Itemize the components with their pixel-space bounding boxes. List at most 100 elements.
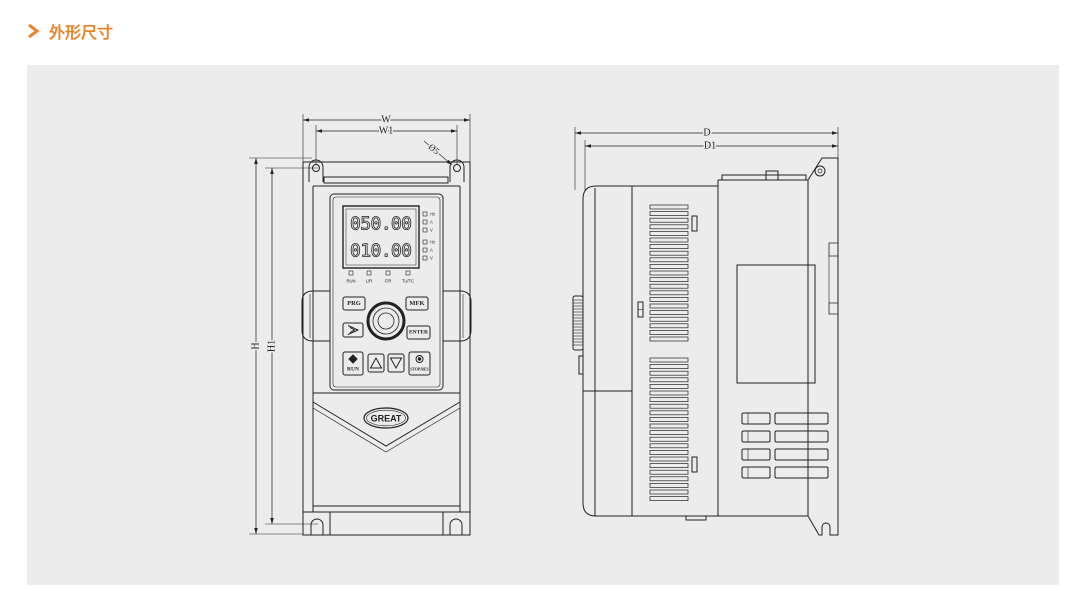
front-view: W W1 H H1 Ø5	[249, 113, 472, 536]
vent-slot	[649, 469, 689, 475]
chevron-right-icon	[28, 23, 40, 39]
indicator-lamp	[422, 239, 428, 245]
indicator-lamp	[422, 211, 428, 217]
vent-slots	[649, 204, 689, 501]
left-grip	[301, 290, 330, 342]
depth1-dimension: D1	[585, 139, 838, 153]
bracket-hole	[814, 165, 826, 177]
vent-slot	[649, 250, 689, 256]
jog-knob	[366, 301, 406, 341]
slot-short	[741, 412, 771, 425]
dimension-drawing: W W1 H H1 Ø5	[249, 113, 839, 536]
vent-slot	[649, 410, 689, 416]
indicator-lamp	[366, 270, 372, 276]
side-body-outline	[582, 170, 808, 521]
brand-logo: GREAT	[363, 407, 409, 429]
enter-key: ENTER	[406, 325, 431, 340]
indicator-label: F/R	[385, 279, 392, 284]
vent-slot	[649, 436, 689, 442]
indicator-lamp	[422, 247, 428, 253]
vent-slot	[649, 483, 689, 488]
indicators-bottom: RUN L/R F/R TU/TC	[346, 270, 414, 284]
brand-logo-text: GREAT	[371, 414, 402, 424]
keys: PRG MFK ENTER	[342, 296, 431, 376]
vent-slot	[649, 357, 689, 363]
vent-slot	[649, 323, 689, 329]
stop-key-label: STOP/RES	[410, 368, 428, 372]
depth-label: D	[703, 128, 710, 139]
chevron-right-icon	[347, 325, 360, 335]
indicator-label: A	[430, 220, 433, 225]
indicator-label: L/R	[366, 279, 373, 284]
terminal-slots	[741, 412, 829, 479]
mounting-slot-left	[310, 518, 324, 535]
stop-icon	[415, 355, 424, 363]
slot-long	[774, 466, 829, 479]
vent-slot	[649, 364, 689, 369]
vent-slot	[649, 244, 689, 249]
vent-slot	[649, 231, 689, 236]
vent-slot	[649, 204, 689, 210]
enter-key-label: ENTER	[409, 330, 429, 336]
indicator-label: V	[430, 228, 433, 233]
vent-slot	[649, 237, 689, 243]
vent-slot	[649, 310, 689, 315]
height-label: H	[251, 342, 262, 349]
vent-slot	[649, 463, 689, 468]
mounting-slot-right	[449, 518, 463, 535]
slot-short	[741, 430, 771, 443]
vent-slot	[649, 297, 689, 302]
drawing-panel: W W1 H H1 Ø5	[27, 65, 1059, 585]
height1-dimension: H1	[265, 168, 279, 524]
display-line-2: 010.00	[350, 241, 412, 262]
vent-slot	[649, 370, 689, 376]
nameplate-area	[736, 264, 816, 384]
indicator-lamp	[385, 270, 391, 276]
indicator-label: RUN	[346, 279, 355, 284]
vent-slot	[649, 303, 689, 309]
indicator-lamp	[422, 227, 428, 233]
indicator-label: Hz	[430, 212, 435, 217]
indicators-right: Hz A V Hz A V	[422, 211, 435, 261]
down-key	[387, 353, 405, 373]
vent-slot	[649, 476, 689, 482]
width1-dimension: W1	[316, 124, 457, 138]
indicator-label: V	[430, 256, 433, 261]
prg-key: PRG	[342, 296, 366, 311]
run-key-label: RUN	[347, 367, 359, 373]
hole-dimension: Ø5	[423, 140, 453, 166]
width1-label: W1	[379, 126, 393, 137]
vent-slot	[649, 489, 689, 495]
vent-slot	[649, 443, 689, 449]
lower-cover: GREAT	[312, 392, 461, 507]
vent-slot	[649, 283, 689, 289]
diamond-icon	[348, 354, 358, 364]
vent-slot	[649, 397, 689, 402]
vent-slot	[649, 270, 689, 276]
vent-slot	[649, 403, 689, 409]
latch	[691, 215, 698, 232]
width-dimension: W	[303, 113, 470, 127]
vent-slot	[649, 390, 689, 396]
vent-slot	[649, 417, 689, 422]
vent-slot	[649, 384, 689, 389]
slot-short	[741, 448, 771, 461]
arrow-down-icon	[389, 357, 403, 370]
indicator-lamp	[348, 270, 354, 276]
stop-reset-key: STOP/RES	[408, 351, 431, 376]
vent-slot	[649, 450, 689, 455]
arrow-up-icon	[369, 356, 383, 369]
mounting-hole-left	[308, 159, 324, 182]
mounting-bracket	[807, 157, 839, 536]
vent-slot	[649, 316, 689, 322]
vent-slot	[649, 456, 689, 462]
vent-slot	[649, 277, 689, 282]
prg-key-label: PRG	[347, 300, 361, 307]
height-dimension: H	[249, 158, 263, 534]
indicator-label: Hz	[430, 240, 435, 245]
vent-slot	[649, 496, 689, 501]
depth-dimension: D	[575, 126, 838, 140]
mounting-hole-right	[449, 159, 465, 182]
vent-slot	[649, 377, 689, 383]
mfk-key: MFK	[405, 296, 429, 311]
